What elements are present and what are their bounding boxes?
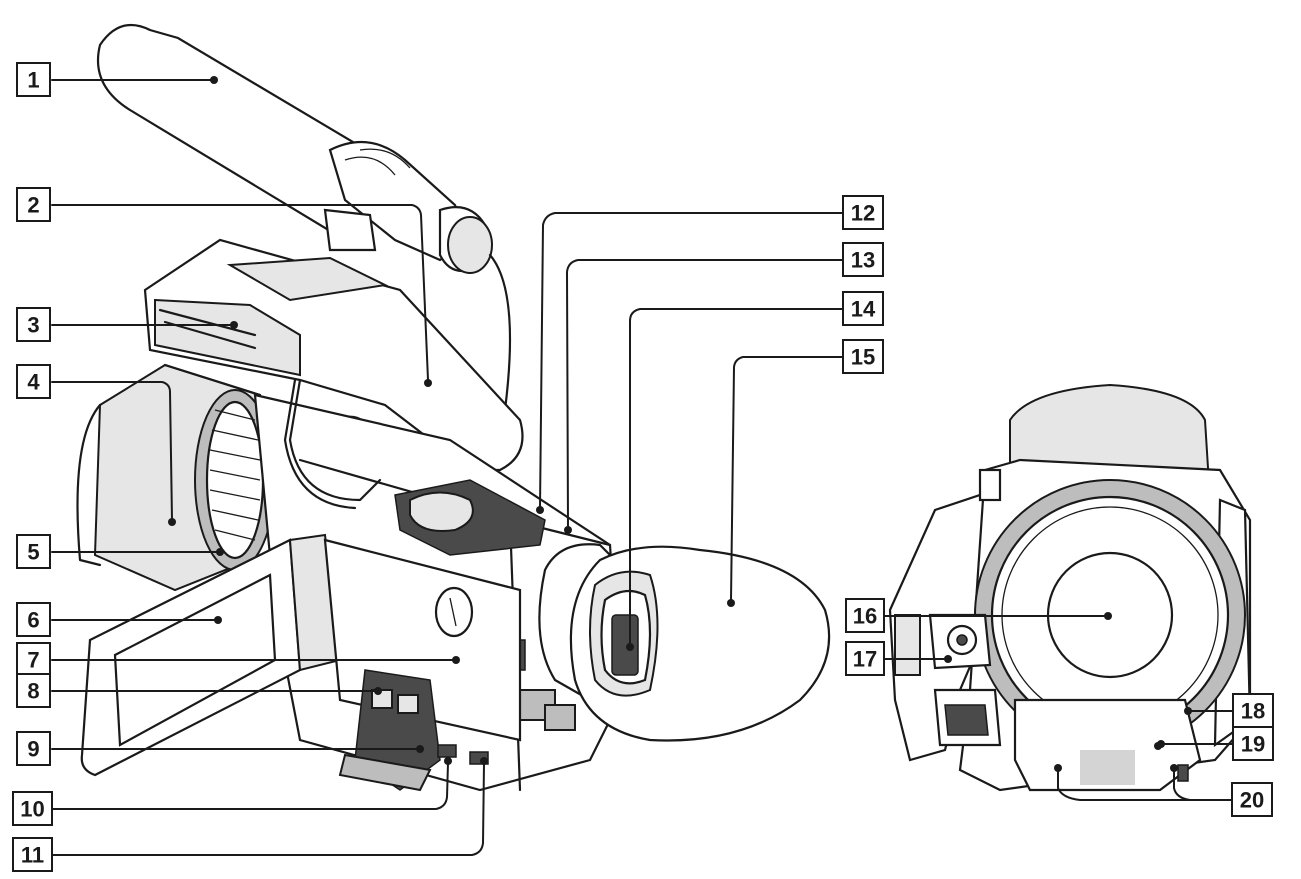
- callout-15-label: 15: [851, 345, 875, 370]
- callout-19-label: 19: [1241, 732, 1265, 757]
- callout-4: 4: [16, 364, 51, 399]
- external-microphone: [96, 23, 512, 412]
- callout-20-label: 20: [1240, 788, 1264, 813]
- callout-17: 17: [845, 641, 885, 676]
- callout-6-label: 6: [27, 608, 39, 633]
- callout-6: 6: [16, 602, 51, 637]
- callout-1: 1: [16, 62, 51, 97]
- callout-3-label: 3: [27, 313, 39, 338]
- callout-1-label: 1: [27, 68, 39, 93]
- callout-7-label: 7: [27, 648, 39, 673]
- camcorder-front-view: [888, 383, 1252, 792]
- callout-12: 12: [842, 195, 884, 230]
- callout-11-label: 11: [21, 843, 44, 868]
- callout-8: 8: [16, 673, 51, 708]
- callout-16-label: 16: [853, 604, 877, 629]
- callout-9: 9: [16, 731, 51, 766]
- callout-18-label: 18: [1241, 699, 1265, 724]
- callout-14-label: 14: [851, 297, 876, 322]
- callout-13: 13: [842, 242, 884, 277]
- callout-2: 2: [16, 187, 51, 222]
- callout-7: 7: [16, 642, 51, 677]
- callout-13-label: 13: [851, 248, 875, 273]
- viewfinder-eyecup: [538, 543, 831, 742]
- callout-8-label: 8: [27, 679, 39, 704]
- callout-15: 15: [842, 339, 884, 374]
- callout-18: 18: [1232, 693, 1274, 728]
- callout-9-label: 9: [27, 737, 39, 762]
- callout-11: 11: [12, 837, 53, 872]
- callout-14: 14: [842, 291, 884, 326]
- callout-2-label: 2: [27, 193, 39, 218]
- leader-lines: [51, 76, 1234, 856]
- callout-5: 5: [16, 534, 51, 569]
- callout-10: 10: [12, 791, 53, 826]
- callout-3: 3: [16, 307, 51, 342]
- callout-19: 19: [1232, 726, 1274, 761]
- lower-card-slot-area: [338, 669, 489, 792]
- callout-10-label: 10: [20, 797, 44, 822]
- camcorder-rear-view: [76, 23, 831, 792]
- callout-17-label: 17: [853, 647, 877, 672]
- callout-5-label: 5: [27, 540, 39, 565]
- callout-16: 16: [845, 598, 885, 633]
- callout-20: 20: [1231, 782, 1273, 817]
- callout-4-label: 4: [27, 370, 40, 395]
- callout-12-label: 12: [851, 201, 875, 226]
